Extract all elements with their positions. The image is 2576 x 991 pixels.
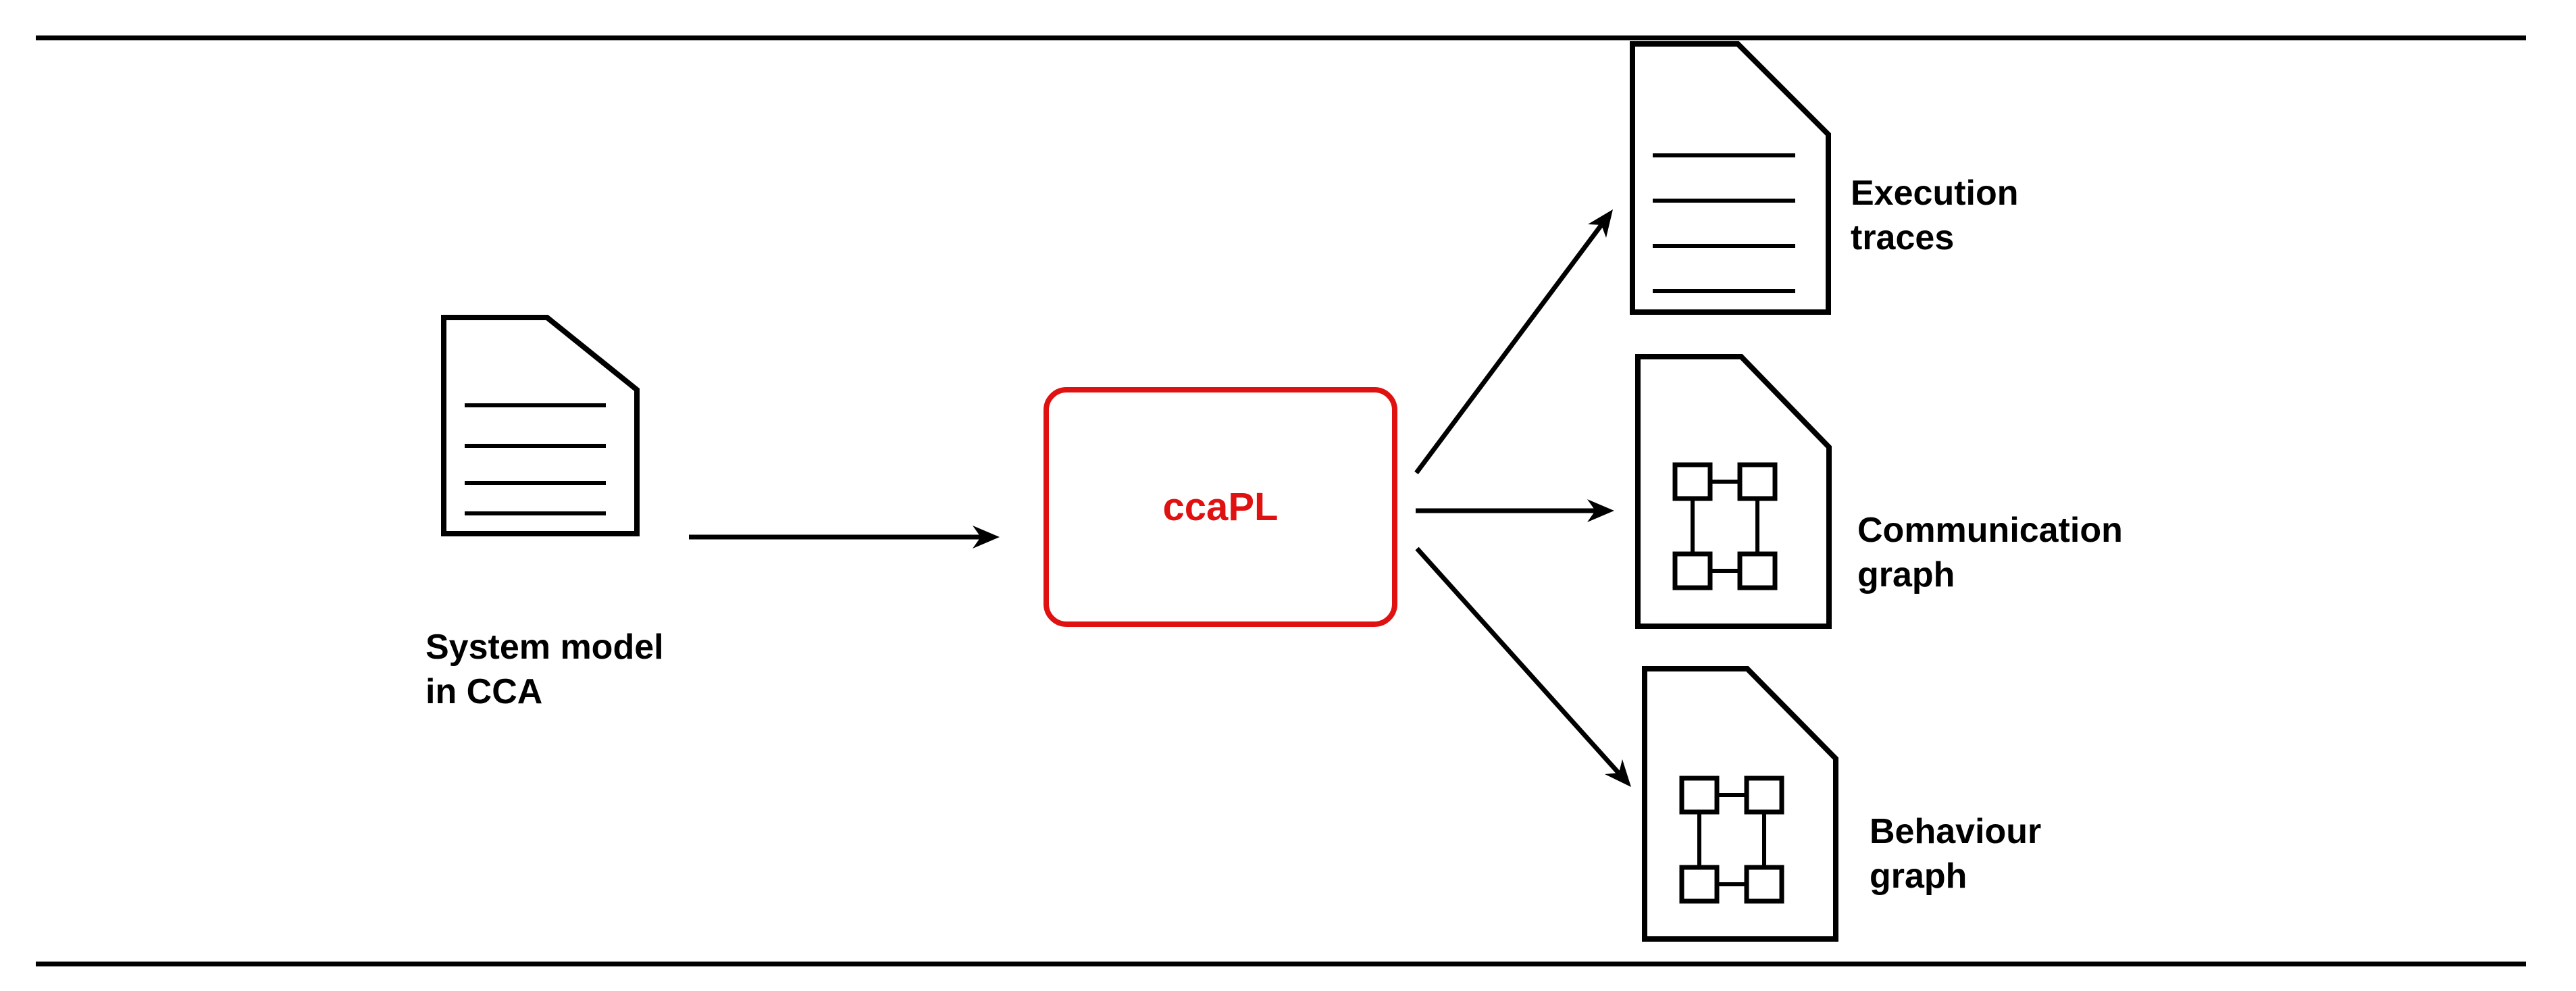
graph-glyph-icon	[1679, 776, 1784, 904]
document-outline	[1642, 666, 1838, 942]
graph-node	[1744, 776, 1784, 815]
ccapl-label: ccaPL	[1162, 485, 1279, 529]
graph-node	[1679, 865, 1720, 904]
behaviour-graph-label-line1: Behaviour	[1870, 812, 2042, 851]
behaviour-graph-document-icon	[1642, 666, 1838, 942]
arrow-to-execution-traces	[1414, 209, 1613, 475]
graph-node	[1737, 462, 1778, 501]
input-arrow	[689, 526, 1000, 549]
graph-node	[1672, 551, 1713, 590]
arrowhead-icon	[973, 526, 1000, 549]
arrow-to-behaviour-graph	[1415, 547, 1631, 787]
communication-graph-label: Communication graph	[1857, 508, 2123, 597]
execution-traces-label-line2: traces	[1851, 218, 1955, 257]
graph-node	[1679, 776, 1720, 815]
document-outline	[1635, 354, 1832, 629]
system-model-label-line2: in CCA	[426, 672, 543, 711]
arrow-shaft	[1415, 547, 1622, 777]
system-model-document-icon	[441, 315, 640, 536]
execution-traces-label: Execution traces	[1851, 171, 2019, 260]
arrowhead-icon	[1605, 759, 1631, 787]
graph-node	[1744, 865, 1784, 904]
communication-graph-label-line2: graph	[1857, 555, 1955, 594]
graph-node	[1737, 551, 1778, 590]
execution-traces-label-line1: Execution	[1851, 174, 2019, 213]
arrowhead-icon	[1587, 499, 1614, 522]
behaviour-graph-label: Behaviour graph	[1870, 809, 2041, 898]
communication-graph-document-icon	[1635, 354, 1832, 629]
behaviour-graph-label-line2: graph	[1870, 857, 1967, 896]
document-outline	[441, 315, 640, 536]
arrow-shaft	[1414, 220, 1605, 475]
ccapl-box	[1044, 387, 1397, 627]
arrowhead-icon	[1588, 209, 1613, 238]
arrow-to-communication-graph	[1416, 499, 1614, 522]
system-model-label: System model in CCA	[426, 625, 664, 714]
document-outline	[1630, 41, 1831, 315]
execution-traces-document-icon	[1630, 41, 1831, 315]
graph-glyph-icon	[1672, 462, 1778, 590]
graph-node	[1672, 462, 1713, 501]
communication-graph-label-line1: Communication	[1857, 511, 2123, 550]
system-model-label-line1: System model	[426, 628, 664, 667]
